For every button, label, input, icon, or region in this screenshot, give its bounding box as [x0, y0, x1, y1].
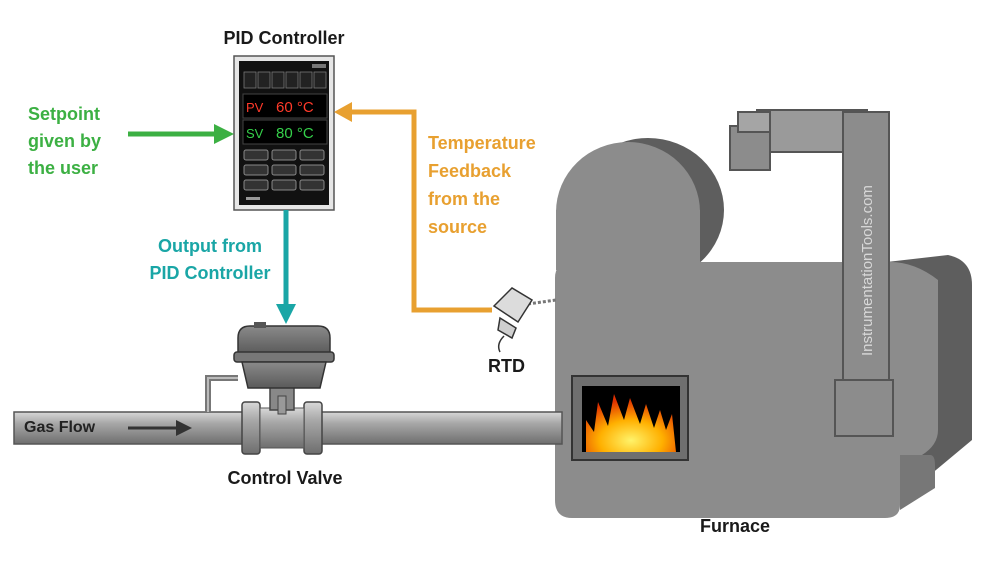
- setpoint-line-3: the user: [28, 158, 99, 178]
- gas-flow-arrow: [128, 420, 192, 436]
- setpoint-line-1: Setpoint: [28, 104, 100, 124]
- sv-label: SV: [246, 126, 264, 141]
- output-arrow: [276, 210, 296, 324]
- output-label: Output from PID Controller: [136, 233, 284, 287]
- pv-value: 60 °C: [276, 99, 314, 116]
- watermark-text: InstrumentationTools.com: [859, 185, 876, 356]
- output-line-1: Output from: [158, 236, 262, 256]
- pv-label: PV: [246, 100, 264, 115]
- temperature-feedback-label: Temperature Feedback from the source: [428, 129, 536, 241]
- pid-controller-title: PID Controller: [223, 28, 345, 48]
- gas-pipe: [13, 375, 563, 455]
- furnace-flue: [729, 109, 894, 437]
- furnace-label: Furnace: [699, 516, 771, 536]
- feedback-line-2: Feedback: [428, 161, 512, 181]
- feedback-line-1: Temperature: [428, 133, 536, 153]
- feedback-line-3: from the: [428, 189, 500, 209]
- feedback-line-4: source: [428, 217, 488, 237]
- control-valve-label: Control Valve: [227, 468, 343, 488]
- feedback-arrow: [334, 102, 492, 313]
- setpoint-label: Setpoint given by the user: [28, 101, 101, 182]
- output-line-2: PID Controller: [149, 263, 271, 283]
- gas-flow-label: Gas Flow: [24, 419, 96, 436]
- control-valve: [233, 322, 335, 415]
- rtd-label: RTD: [488, 356, 525, 376]
- fire-window: [571, 375, 689, 461]
- sv-value: 80 °C: [276, 125, 314, 142]
- setpoint-line-2: given by: [28, 131, 102, 151]
- pid-controller: [233, 55, 335, 211]
- rtd-sensor: [492, 287, 557, 353]
- setpoint-arrow: [128, 124, 234, 144]
